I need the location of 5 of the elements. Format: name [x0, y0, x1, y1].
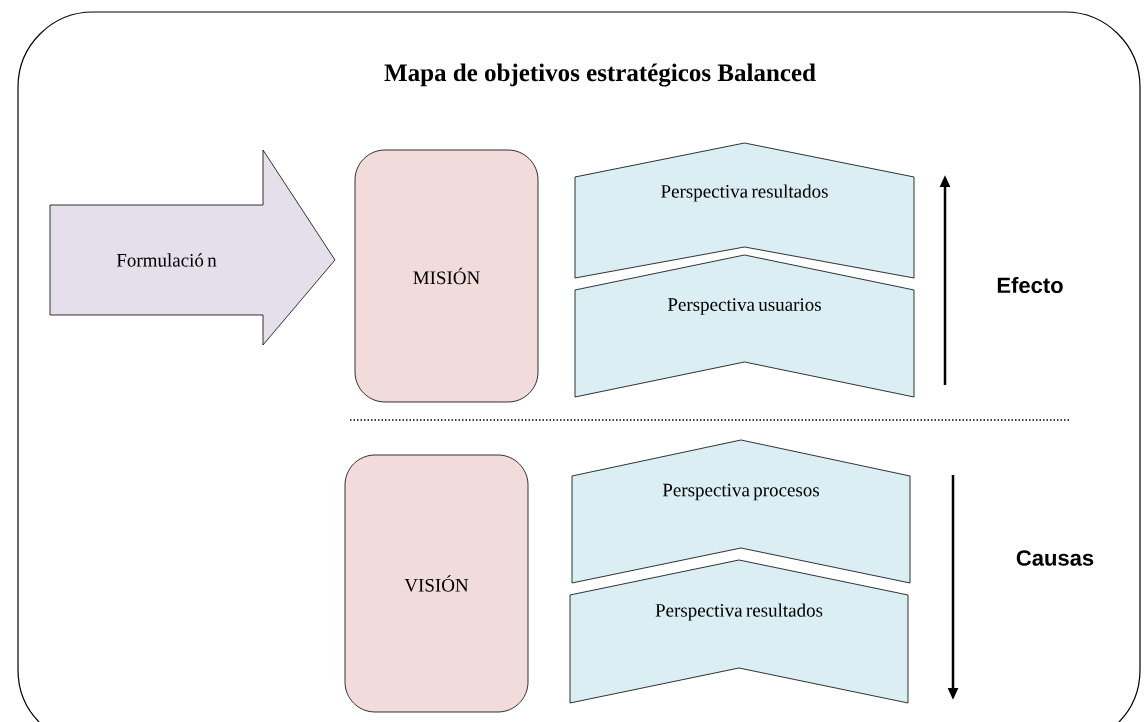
title: Mapa de objetivos estratégicos Balanced	[384, 63, 816, 87]
side-label: Efecto	[997, 276, 1063, 294]
rounded-box: VISIÓN	[344, 454, 529, 713]
side-label: Causas	[1016, 550, 1094, 566]
rounded-box: MISIÓN	[354, 149, 539, 403]
